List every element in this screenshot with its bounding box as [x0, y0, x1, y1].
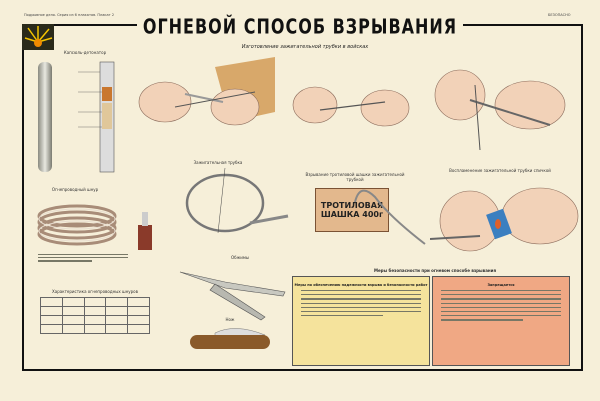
top-right-note: БЕЗОПАСНО: [548, 13, 571, 17]
tnt-label-2: ШАШКА 400г: [320, 210, 384, 219]
top-left-note: Подрывное дело. Серия из 6 плакатов. Пла…: [24, 13, 115, 17]
cutting-fuse-illustration: [138, 57, 275, 126]
page-title: ОГНЕВОЙ СПОСОБ ВЗРЫВАНИЯ: [136, 14, 464, 39]
inserting-fuse-illustration: [292, 86, 410, 127]
tnt-fuse-illustration: [354, 189, 426, 245]
prohibited-box: Запрещается: [432, 276, 570, 366]
fuse-coil-illustration: [37, 204, 117, 246]
safety-measures-title: Меры по обеспечению надежности взрыва и …: [294, 283, 428, 287]
igniter-tube-illustration: [185, 168, 289, 234]
safety-title: Меры безопасности при огневом способе вз…: [373, 268, 497, 273]
fuse-description: [38, 252, 128, 264]
detonator-illustration: [38, 61, 115, 173]
crimping-illustration: [434, 69, 566, 151]
tnt-block: ТРОТИЛОВАЯ ШАШКА 400г: [315, 188, 389, 232]
page-title-wrap: ОГНЕВОЙ СПОСОБ ВЗРЫВАНИЯ: [100, 14, 500, 39]
fuse-table: [40, 297, 150, 334]
igniter-tube-caption: Зажигательная трубка: [193, 160, 243, 165]
crimping-tool-illustration: [179, 271, 286, 321]
fuse-table-caption: Характеристика огнепроводных шнуров: [52, 289, 138, 294]
safety-measures-box: Меры по обеспечению надежности взрыва и …: [292, 276, 430, 366]
fuse-caption: Огнепроводный шнур: [51, 187, 99, 192]
match-ignition-illustration: [430, 187, 579, 252]
subtitle: Изготовление зажигательной трубки в войс…: [241, 44, 369, 50]
crimping-tool-caption: Обжимы: [231, 255, 249, 260]
fuse-section-illustration: [138, 212, 152, 250]
prohibited-title: Запрещается: [487, 283, 515, 287]
tnt-label-1: ТРОТИЛОВАЯ: [320, 201, 384, 210]
match-ignition-caption: Воспламенение зажигательной трубки спичк…: [449, 168, 551, 173]
tnt-blast-caption: Взрывание тротиловой шашки зажигательной…: [305, 172, 405, 182]
knife-illustration: [190, 328, 270, 349]
explosion-icon: [22, 24, 54, 50]
detonator-caption: Капсюль-детонатор: [63, 50, 107, 55]
knife-caption: Нож: [225, 317, 235, 322]
